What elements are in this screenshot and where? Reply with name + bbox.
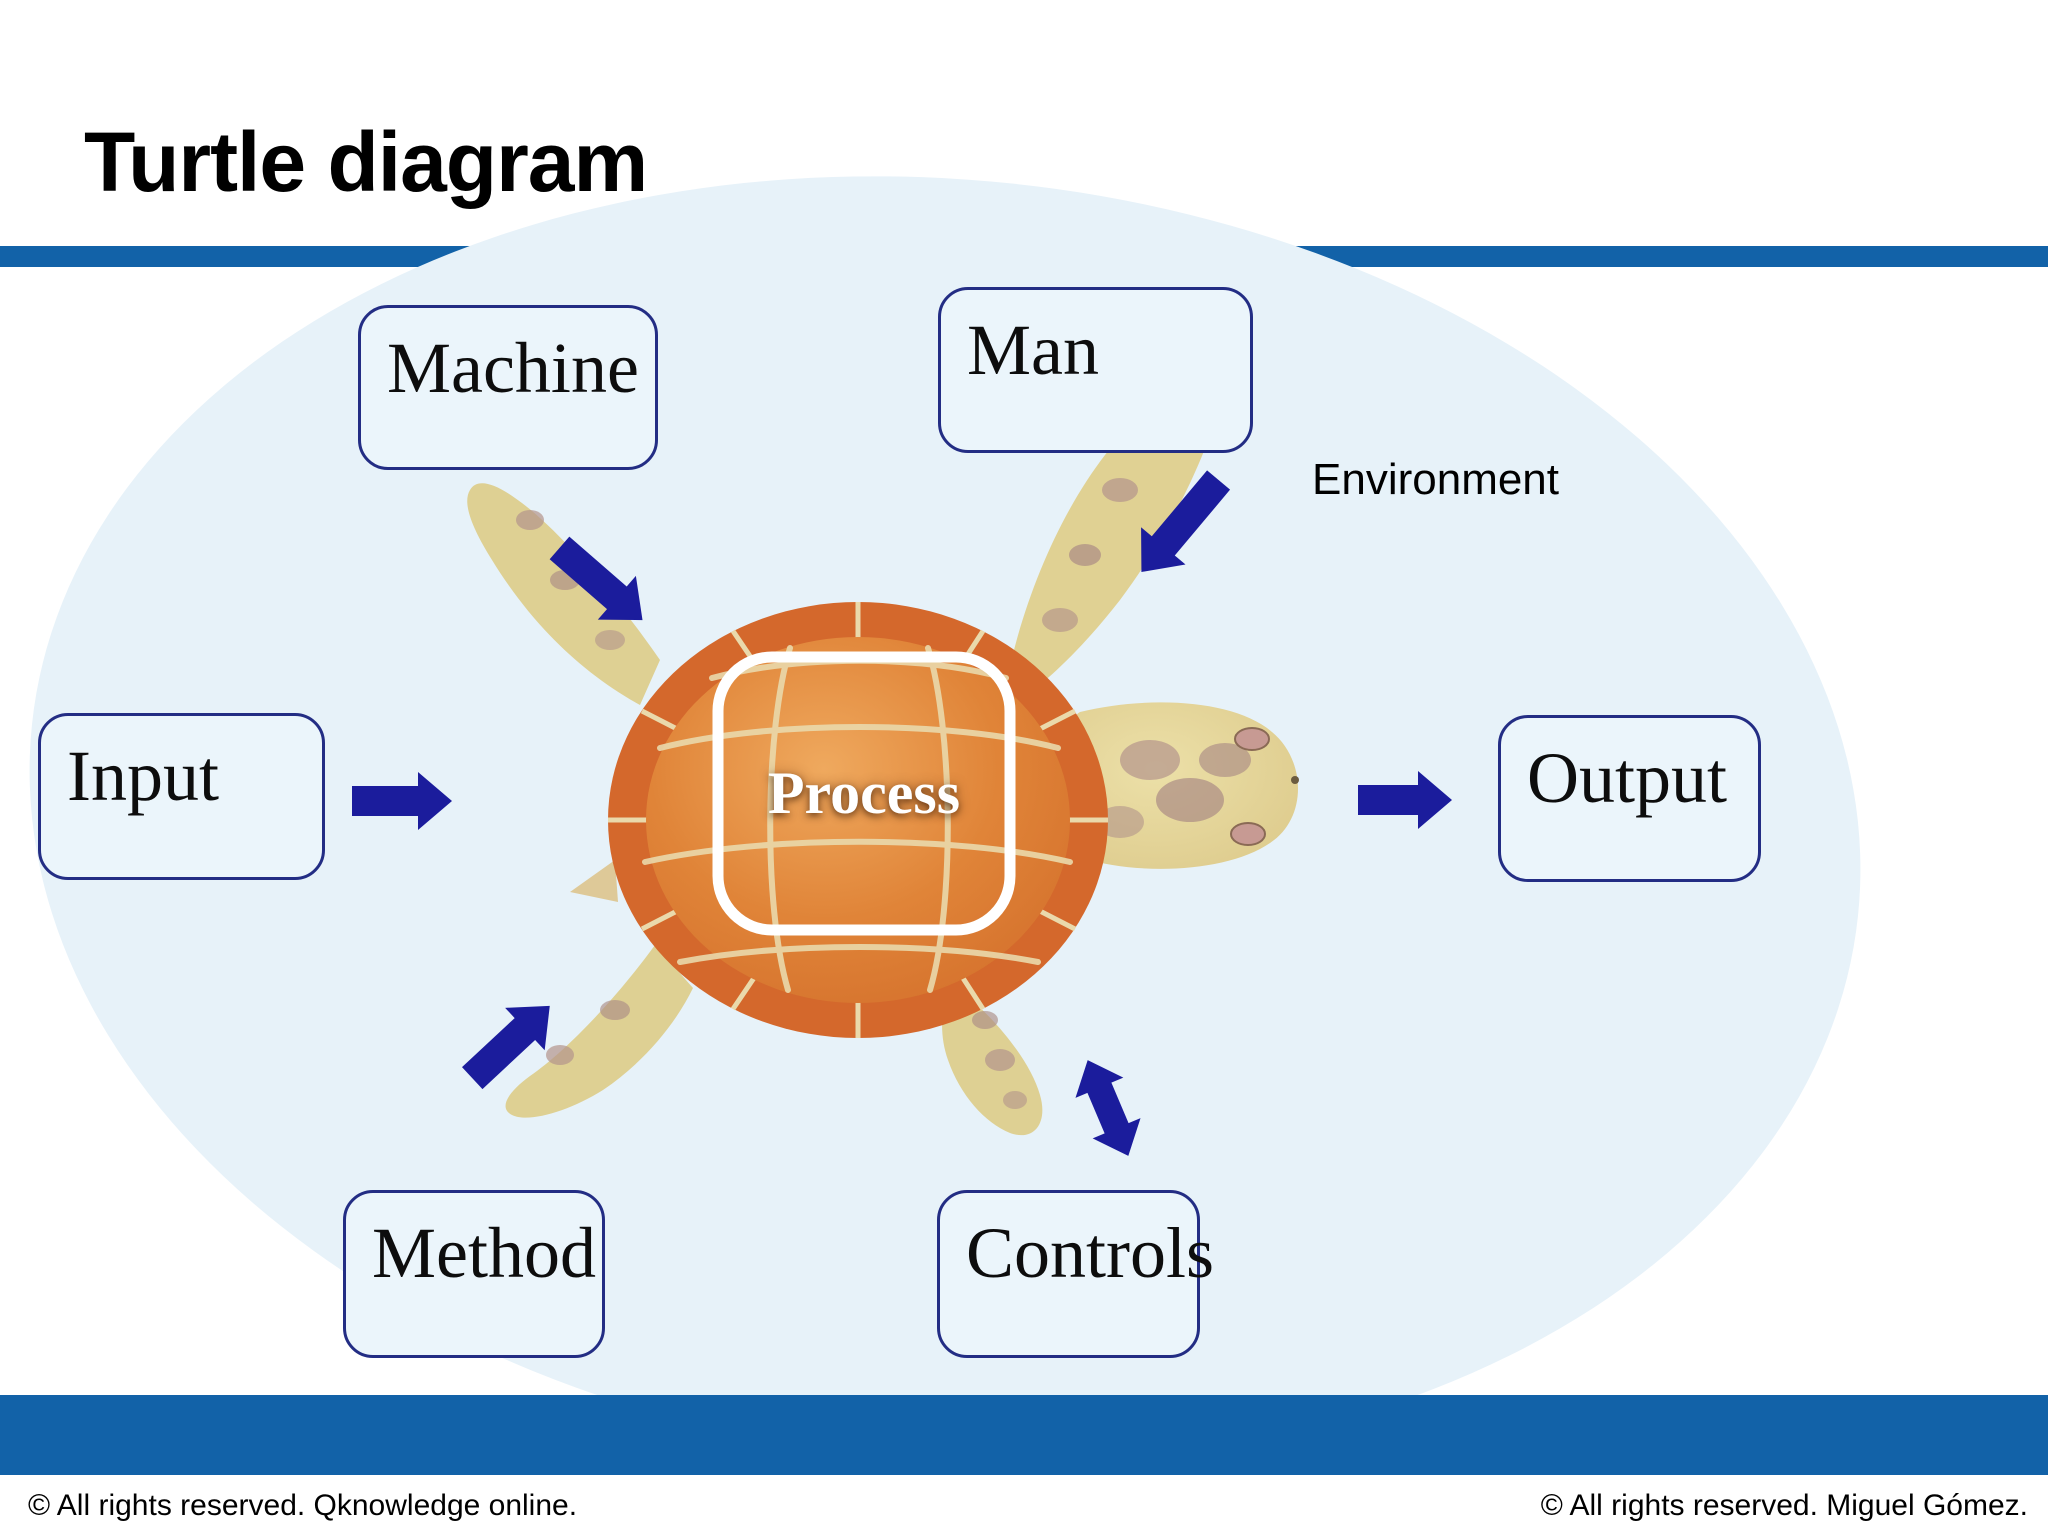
footer-left: © All rights reserved. Qknowledge online…	[28, 1489, 578, 1522]
arrow-method-to-process	[462, 1005, 550, 1090]
node-method-label: Method	[372, 1213, 596, 1293]
node-man-label: Man	[967, 310, 1099, 390]
bottom-accent-bar	[0, 1395, 2048, 1475]
node-output: Output	[1498, 715, 1761, 882]
arrow-controls-to-process	[1075, 1060, 1141, 1156]
footer-right: © All rights reserved. Miguel Gómez.	[1540, 1489, 2028, 1522]
arrows	[352, 470, 1452, 1156]
node-output-label: Output	[1527, 738, 1728, 818]
turtle-shell	[608, 602, 1108, 1038]
arrow-process-to-output	[1358, 771, 1452, 829]
node-controls-label: Controls	[966, 1213, 1215, 1293]
turtle-flippers	[467, 370, 1222, 1136]
node-machine: Machine	[358, 305, 658, 470]
process-frame	[712, 651, 1016, 936]
turtle-head	[1061, 702, 1299, 869]
arrow-machine-to-process	[549, 536, 643, 621]
node-man: Man	[938, 287, 1253, 453]
node-method: Method	[343, 1190, 605, 1358]
turtle-illustration	[467, 370, 1299, 1136]
flipper-rear-left	[505, 945, 693, 1118]
arrow-man-to-process	[1141, 470, 1231, 572]
node-controls: Controls	[937, 1190, 1214, 1358]
node-input-label: Input	[67, 736, 219, 816]
node-machine-label: Machine	[387, 328, 639, 408]
turtle-tail	[570, 860, 618, 902]
environment-label: Environment	[1312, 455, 1560, 504]
page-title: Turtle diagram	[84, 115, 648, 209]
node-input: Input	[38, 713, 325, 880]
arrow-input-to-process	[352, 772, 452, 830]
